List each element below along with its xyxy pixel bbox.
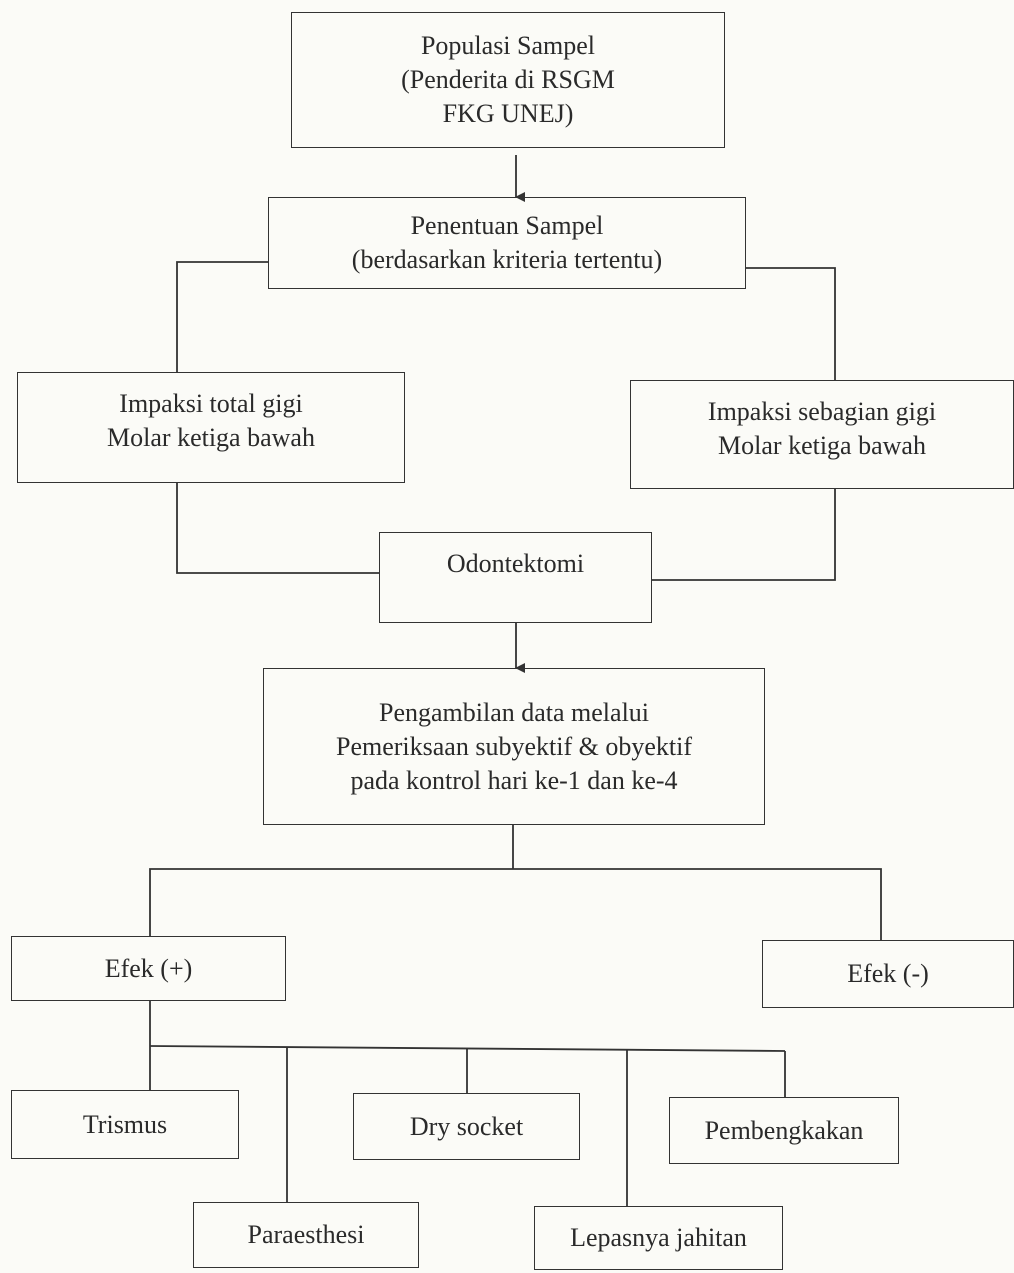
lepasnya-jahitan-label: Lepasnya jahitan xyxy=(570,1223,747,1252)
efek-minus-label: Efek (-) xyxy=(847,959,929,988)
impaksi-total-line-1: Impaksi total gigi xyxy=(119,389,303,418)
connector-penentuan-to-impaksi-sebagian xyxy=(745,267,836,380)
populasi-line-3: FKG UNEJ) xyxy=(442,99,574,128)
box-populasi-sampel: Populasi Sampel (Penderita di RSGM FKG U… xyxy=(291,12,725,148)
box-trismus: Trismus xyxy=(11,1090,239,1159)
box-odontektomi: Odontektomi xyxy=(379,532,652,623)
pengambilan-line-3: pada kontrol hari ke-1 dan ke-4 xyxy=(350,765,678,795)
connector-impaksi-total-to-odontektomi xyxy=(176,483,379,574)
dry-socket-label: Dry socket xyxy=(409,1111,524,1141)
impaksi-total-line-2: Molar ketiga bawah xyxy=(107,423,315,452)
box-pengambilan-data: Pengambilan data melalui Pemeriksaan sub… xyxy=(263,668,765,825)
box-lepasnya-jahitan: Lepasnya jahitan xyxy=(534,1206,783,1270)
pembengkakan-label: Pembengkakan xyxy=(704,1115,864,1145)
paraesthesi-label: Paraesthesi xyxy=(247,1220,365,1249)
box-efek-positif: Efek (+) xyxy=(11,936,286,1001)
box-penentuan-sampel: Penentuan Sampel (berdasarkan kriteria t… xyxy=(268,197,746,289)
penentuan-line-1: Penentuan Sampel xyxy=(410,211,604,240)
box-paraesthesi: Paraesthesi xyxy=(193,1202,419,1268)
connector-effects-bus xyxy=(149,1045,786,1052)
box-efek-negatif: Efek (-) xyxy=(762,940,1014,1008)
box-impaksi-total: Impaksi total gigi Molar ketiga bawah xyxy=(17,372,405,483)
impaksi-sebagian-line-2: Molar ketiga bawah xyxy=(718,431,926,460)
penentuan-line-2: (berdasarkan kriteria tertentu) xyxy=(351,245,663,274)
box-pembengkakan: Pembengkakan xyxy=(669,1097,899,1164)
trismus-label: Trismus xyxy=(82,1109,168,1139)
efek-plus-label: Efek (+) xyxy=(104,953,193,983)
box-impaksi-sebagian: Impaksi sebagian gigi Molar ketiga bawah xyxy=(630,380,1014,489)
connector-penentuan-to-impaksi-total xyxy=(176,261,268,372)
populasi-line-1: Populasi Sampel xyxy=(420,31,596,60)
box-dry-socket: Dry socket xyxy=(353,1093,580,1160)
connector-to-efek-plus xyxy=(149,868,513,936)
connector-impaksi-sebagian-to-odontektomi xyxy=(652,489,836,581)
connector-to-efek-minus xyxy=(513,868,882,940)
odontektomi-label: Odontektomi xyxy=(446,549,585,578)
pengambilan-line-2: Pemeriksaan subyektif & obyektif xyxy=(336,731,692,761)
populasi-line-2: (Penderita di RSGM xyxy=(401,65,615,94)
pengambilan-line-1: Pengambilan data melalui xyxy=(378,697,650,727)
impaksi-sebagian-line-1: Impaksi sebagian gigi xyxy=(707,397,937,426)
